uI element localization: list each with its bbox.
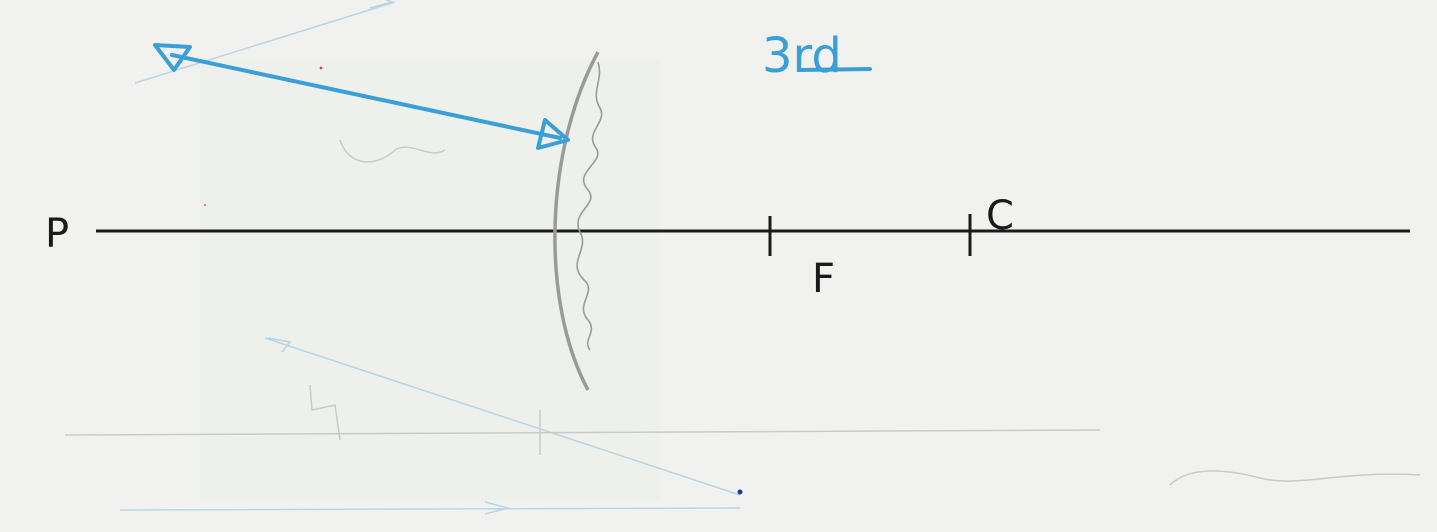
bleed-ray-bottom	[264, 337, 741, 496]
ray-arrowhead-left	[153, 43, 192, 72]
bleed-scribble-top	[339, 139, 446, 163]
bleed-arrowhead-top	[369, 0, 395, 9]
bleed-through-marks	[119, 0, 741, 515]
bleed-arrowhead-bottom	[267, 337, 292, 353]
label-c: C	[986, 193, 1014, 239]
ray-arrowhead-right	[536, 118, 570, 150]
incident-ray	[170, 53, 562, 140]
bleed-through-pencil	[64, 139, 1421, 486]
label-p: P	[45, 211, 69, 257]
bleed-ray-top	[134, 1, 396, 84]
bleed-arrowhead-line	[484, 501, 511, 515]
mirror-hatching	[576, 61, 603, 351]
mirror-surface	[553, 51, 600, 391]
bleed-axis-line	[64, 429, 1101, 436]
ink-dot	[737, 489, 743, 495]
case-number-underline	[798, 67, 872, 72]
bleed-line-bottom	[119, 507, 741, 511]
red-speck	[319, 66, 323, 70]
red-speck	[203, 203, 207, 207]
case-number: 3rd	[762, 28, 842, 84]
bleed-scribble	[309, 384, 341, 441]
bleed-scribble-right	[1169, 470, 1421, 486]
label-f: F	[812, 256, 835, 302]
